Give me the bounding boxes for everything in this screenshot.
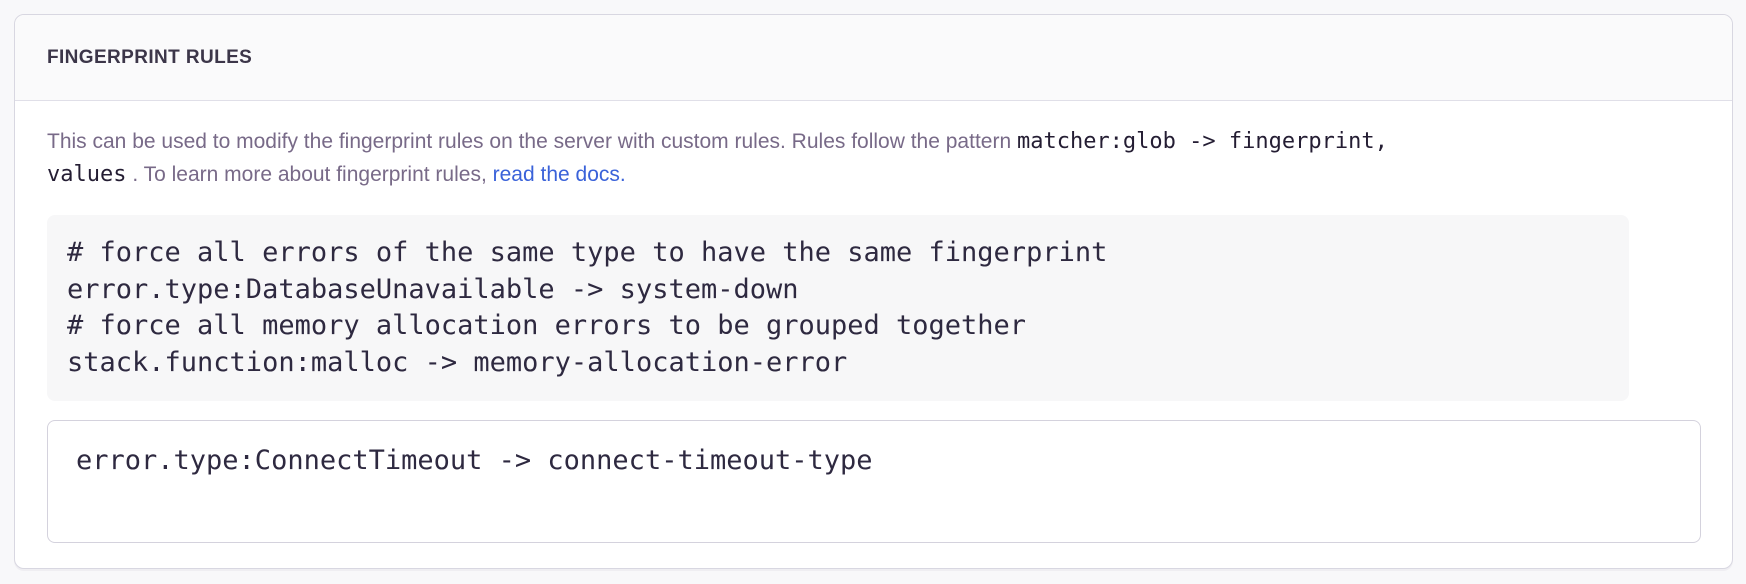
pattern-inline-code-line2: values [47,162,127,187]
panel-header: FINGERPRINT RULES [15,15,1732,101]
example-code-line: stack.function:malloc -> memory-allocati… [67,346,848,378]
pattern-inline-code-line1: matcher:glob -> fingerprint, [1016,129,1388,154]
read-the-docs-link[interactable]: read the docs [492,163,620,186]
fingerprint-rules-panel: FINGERPRINT RULES This can be used to mo… [14,14,1733,569]
description-text-after-code: . To learn more about fingerprint rules, [126,163,493,186]
example-code-line: # force all memory allocation errors to … [67,310,1027,341]
panel-description: This can be used to modify the fingerpri… [47,125,1700,191]
panel-title: FINGERPRINT RULES [47,46,253,68]
panel-body: This can be used to modify the fingerpri… [15,101,1732,568]
description-text-before-code: This can be used to modify the fingerpri… [47,130,1017,153]
example-code-block: # force all errors of the same type to h… [47,215,1629,401]
description-trailing-period: . [619,163,626,186]
example-code-line: error.type:DatabaseUnavailable -> system… [67,273,799,305]
example-code-line: # force all errors of the same type to h… [67,237,1108,268]
fingerprint-rules-input[interactable]: error.type:ConnectTimeout -> connect-tim… [47,420,1701,543]
